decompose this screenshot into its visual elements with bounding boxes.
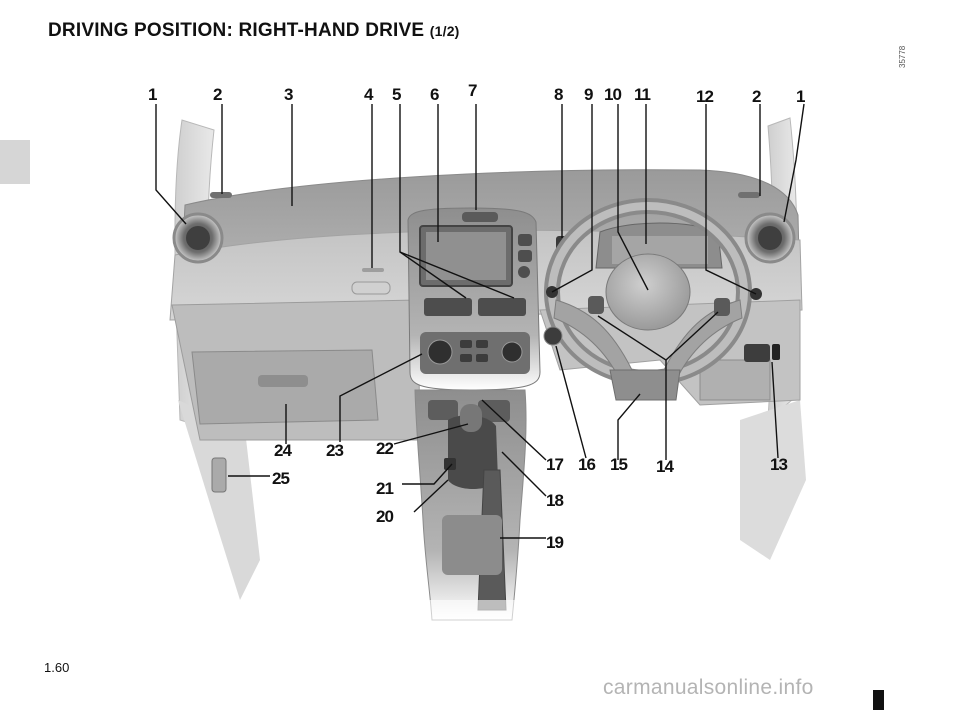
callout-3: 3 bbox=[284, 85, 293, 104]
centre-vent-left bbox=[424, 298, 472, 316]
climate-dial-left bbox=[427, 339, 453, 365]
callout-18: 18 bbox=[546, 491, 563, 510]
callout-15: 15 bbox=[610, 455, 627, 474]
callout-labels: 1 2 3 4 5 6 7 8 9 10 11 12 2 1 13 14 15 … bbox=[148, 81, 806, 552]
callout-25: 25 bbox=[272, 469, 289, 488]
glovebox-handle bbox=[258, 375, 308, 387]
gear-lever-knob bbox=[460, 404, 482, 432]
watermark-text: carmanualsonline.info bbox=[603, 676, 814, 699]
bonnet-release-handle bbox=[211, 457, 227, 493]
page-title: DRIVING POSITION: RIGHT-HAND DRIVE (1/2) bbox=[48, 20, 460, 42]
callout-16: 16 bbox=[578, 455, 595, 474]
climate-dial-right bbox=[501, 341, 523, 363]
wheel-right-controls bbox=[714, 298, 730, 316]
callout-2-right: 2 bbox=[752, 87, 761, 106]
callout-21: 21 bbox=[376, 479, 393, 498]
callout-23: 23 bbox=[326, 441, 343, 460]
wheel-left-controls bbox=[588, 296, 604, 314]
steering-column bbox=[609, 369, 681, 401]
callout-13: 13 bbox=[770, 455, 787, 474]
console-storage bbox=[442, 515, 502, 575]
page-number: 1.60 bbox=[44, 660, 70, 675]
callout-24: 24 bbox=[274, 441, 292, 460]
callout-4: 4 bbox=[364, 85, 374, 104]
page-part-indicator: (1/2) bbox=[429, 23, 460, 39]
gear-selector-button bbox=[444, 458, 456, 470]
right-lower-panel bbox=[699, 359, 771, 401]
right-door-panel bbox=[740, 400, 806, 560]
callout-2-left: 2 bbox=[213, 85, 222, 104]
callout-17: 17 bbox=[546, 455, 563, 474]
left-door-panel bbox=[178, 400, 260, 600]
callout-leader-lines bbox=[155, 103, 805, 539]
callout-10: 10 bbox=[604, 85, 621, 104]
steering-wheel-hub bbox=[605, 253, 691, 331]
corner-marker bbox=[873, 690, 884, 710]
callout-7: 7 bbox=[468, 81, 477, 100]
callout-19: 19 bbox=[546, 533, 563, 552]
callout-14: 14 bbox=[656, 457, 674, 476]
start-button bbox=[543, 326, 563, 346]
callout-8: 8 bbox=[554, 85, 563, 104]
callout-5: 5 bbox=[392, 85, 401, 104]
right-switch-panel bbox=[744, 344, 770, 362]
passenger-airbag-indicator bbox=[351, 281, 391, 295]
screen-side-buttons bbox=[518, 234, 532, 278]
callout-12: 12 bbox=[696, 87, 713, 106]
callout-1-left: 1 bbox=[148, 85, 157, 104]
centre-vent-right bbox=[478, 298, 526, 316]
section-tab-marker bbox=[0, 140, 30, 184]
callout-1-right: 1 bbox=[796, 87, 805, 106]
callout-9: 9 bbox=[584, 85, 593, 104]
callout-6: 6 bbox=[430, 85, 439, 104]
page-title-text: DRIVING POSITION: RIGHT-HAND DRIVE bbox=[48, 20, 425, 41]
callout-22: 22 bbox=[376, 439, 393, 458]
hazard-switch bbox=[462, 212, 498, 222]
callout-11: 11 bbox=[634, 85, 651, 104]
callout-20: 20 bbox=[376, 507, 393, 526]
